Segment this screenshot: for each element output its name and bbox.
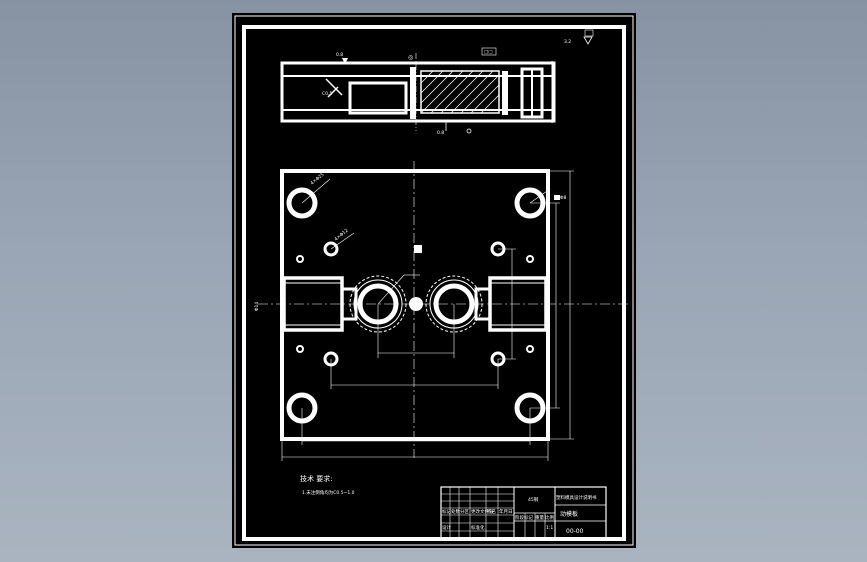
title-grid-label-1: 标记 — [442, 508, 451, 515]
cad-drawing: 0.8 ◎ □□ 0.8 C0.5 3.2 — [234, 15, 634, 546]
title-grid-label2-4: 重量 — [535, 514, 544, 521]
title-grid-label-3: 分区 — [460, 508, 469, 515]
title-name-line2: 动模板 — [560, 510, 578, 518]
side-dimension-left: Φ14 — [254, 302, 260, 311]
chamfer-label: C0.5 — [322, 91, 332, 97]
section-view — [280, 53, 556, 131]
inner-frame — [242, 25, 626, 541]
roughness-label-top: 0.8 — [336, 52, 343, 58]
tolerance-frame: □□ — [484, 50, 493, 55]
roughness-symbol — [342, 58, 348, 64]
title-grid-label-2: 处数 — [451, 508, 460, 515]
drawing-sheet: 0.8 ◎ □□ 0.8 C0.5 3.2 — [232, 13, 636, 548]
title-block — [440, 486, 607, 540]
plate-outline — [280, 169, 550, 441]
geometric-symbol: ◎ — [408, 54, 413, 61]
title-grid-label-4: 更改文件号 — [471, 508, 494, 515]
tech-requirements-note: 1.未注倒角均为C0.5~1.0 — [302, 489, 355, 496]
center-marker — [414, 245, 422, 253]
title-grid-label2-1: 设计 — [442, 524, 451, 531]
depth-dimension: 0.8 — [437, 130, 444, 136]
title-drawing-code: 00-00 — [566, 528, 584, 535]
section-pocket — [348, 81, 408, 115]
title-material: 45钢 — [528, 496, 539, 503]
hole-dimension: 4×Φ25 — [309, 172, 325, 187]
outer-frame — [234, 15, 634, 546]
title-grid-label-6: 年月日 — [499, 508, 513, 515]
small-hole-dimension: 4×Φ12 — [333, 228, 349, 243]
title-grid-label-5: 签名 — [487, 508, 496, 515]
roughness-main-label: 3.2 — [564, 39, 571, 45]
title-grid-label2-5: 比例 — [545, 514, 554, 521]
section-outline — [280, 61, 556, 123]
plan-view — [258, 161, 630, 461]
title-name-line1: 塑料模具设计说明书 — [556, 494, 597, 501]
title-scale: 1:1 — [546, 525, 553, 531]
side-dimension-right: Φ8 — [560, 195, 567, 201]
title-grid-label2-3: 阶段标记 — [515, 514, 533, 521]
tech-requirements-heading: 技术 要求: — [300, 474, 333, 483]
title-grid-label2-2: 标准化 — [471, 524, 485, 531]
hatch-region — [420, 70, 500, 114]
